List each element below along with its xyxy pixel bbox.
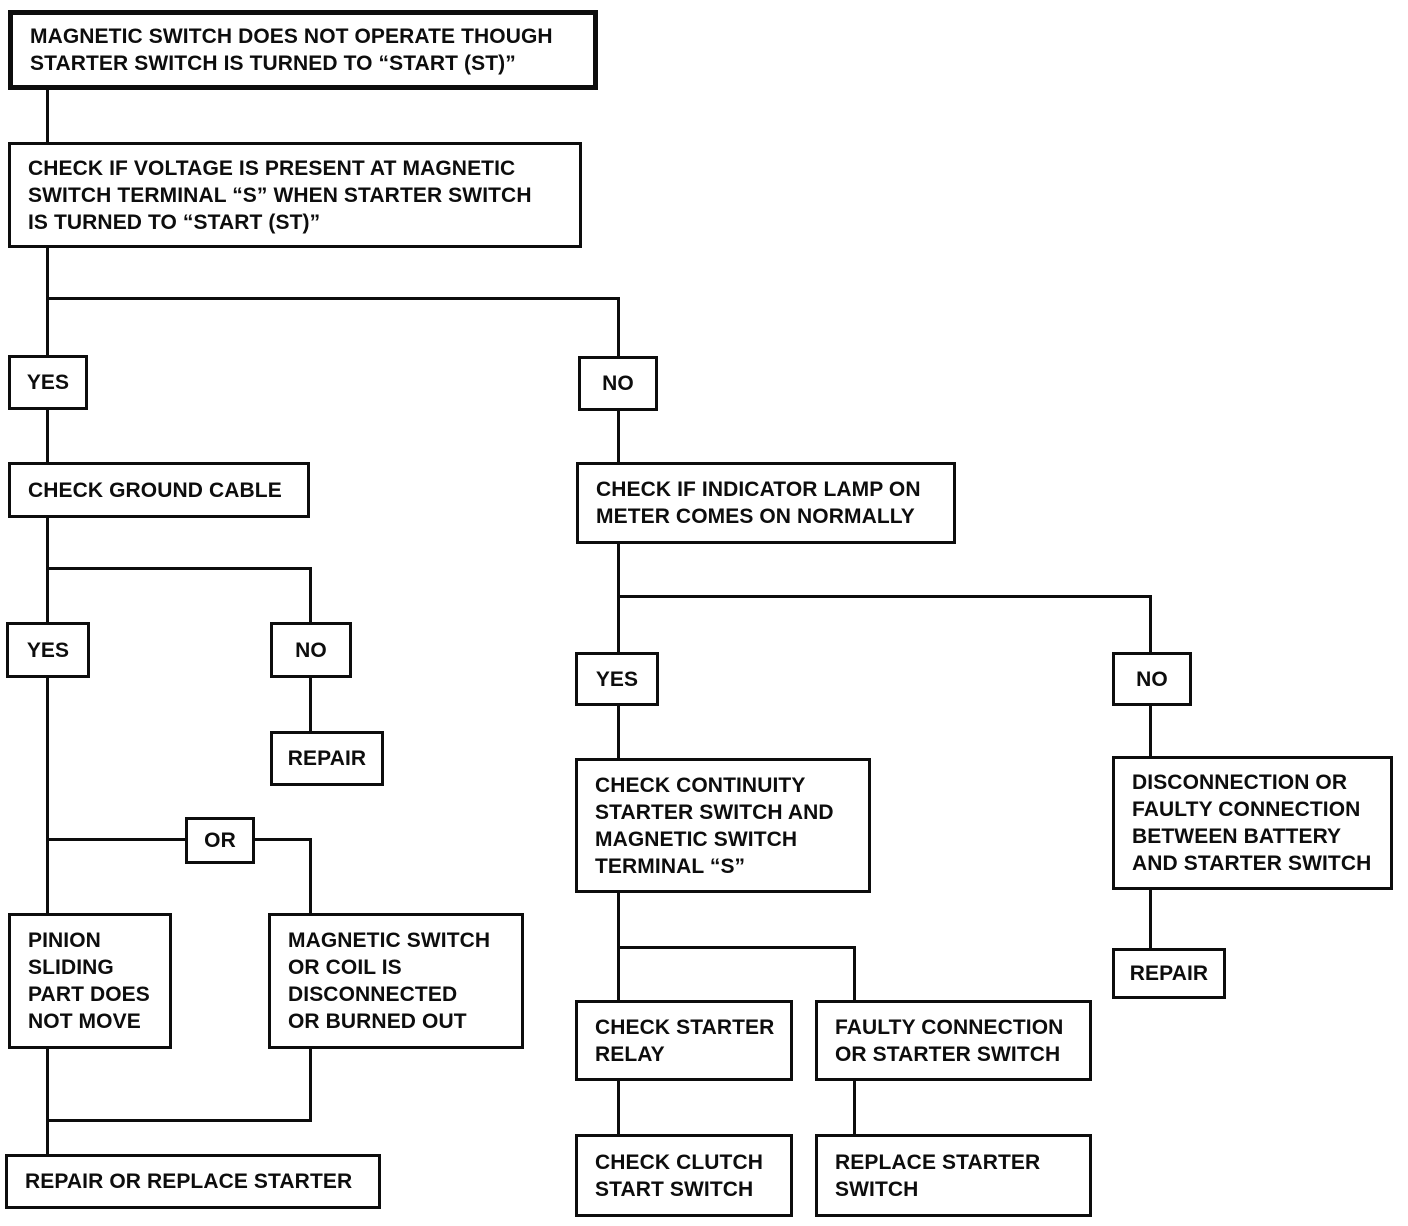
connector-no2-repair-vertical: [309, 677, 312, 731]
node-check-clutch: CHECK CLUTCH START SWITCH: [575, 1134, 793, 1217]
node-no-3: NO: [1112, 652, 1192, 706]
node-check-voltage: CHECK IF VOLTAGE IS PRESENT AT MAGNETIC …: [8, 142, 582, 248]
connector-magnetic-down-vertical: [309, 1048, 312, 1122]
node-yes-3: YES: [575, 652, 659, 706]
node-disconnection: DISCONNECTION OR FAULTY CONNECTION BETWE…: [1112, 756, 1393, 890]
node-no-2: NO: [270, 622, 352, 678]
node-check-ground: CHECK GROUND CABLE: [8, 462, 310, 518]
node-replace-starter-switch: REPLACE STARTER SWITCH: [815, 1134, 1092, 1217]
connector-no3-vertical: [1149, 595, 1152, 652]
connector-faulty-replace-vertical: [853, 1080, 856, 1135]
connector-indicator-branch-horizontal: [617, 595, 1152, 598]
node-start: MAGNETIC SWITCH DOES NOT OPERATE THOUGH …: [8, 10, 598, 90]
connector-ground-branch-horizontal: [46, 567, 312, 570]
connector-no3-down-vertical: [1149, 706, 1152, 756]
connector-main-left-vertical: [46, 88, 49, 1154]
connector-yes3-down-vertical: [617, 706, 620, 758]
node-no-1: NO: [578, 356, 658, 411]
node-repair-replace: REPAIR OR REPLACE STARTER: [5, 1154, 381, 1209]
connector-merge-horizontal: [46, 1119, 312, 1122]
node-check-continuity: CHECK CONTINUITY STARTER SWITCH AND MAGN…: [575, 758, 871, 893]
node-pinion: PINION SLIDING PART DOES NOT MOVE: [8, 913, 172, 1049]
node-check-indicator: CHECK IF INDICATOR LAMP ON METER COMES O…: [576, 462, 956, 544]
connector-or-horizontal: [46, 838, 312, 841]
node-repair-1: REPAIR: [270, 731, 384, 786]
connector-relay-branch-horizontal: [617, 946, 856, 949]
connector-indicator-down-vertical: [617, 544, 620, 652]
connector-disconnection-repair-vertical: [1149, 889, 1152, 949]
node-repair-2: REPAIR: [1112, 948, 1226, 999]
connector-or-down-vertical: [309, 838, 312, 913]
connector-relay-clutch-vertical: [617, 1080, 620, 1135]
connector-no2-vertical: [309, 567, 312, 622]
node-faulty-connection: FAULTY CONNECTION OR STARTER SWITCH: [815, 1000, 1092, 1081]
node-magnetic-coil: MAGNETIC SWITCH OR COIL IS DISCONNECTED …: [268, 913, 524, 1049]
node-yes-2: YES: [6, 622, 90, 678]
connector-faulty-down-vertical: [853, 946, 856, 1002]
connector-top-branch-horizontal: [46, 297, 620, 300]
node-or: OR: [185, 817, 255, 864]
node-check-starter-relay: CHECK STARTER RELAY: [575, 1000, 793, 1081]
node-yes-1: YES: [8, 355, 88, 410]
